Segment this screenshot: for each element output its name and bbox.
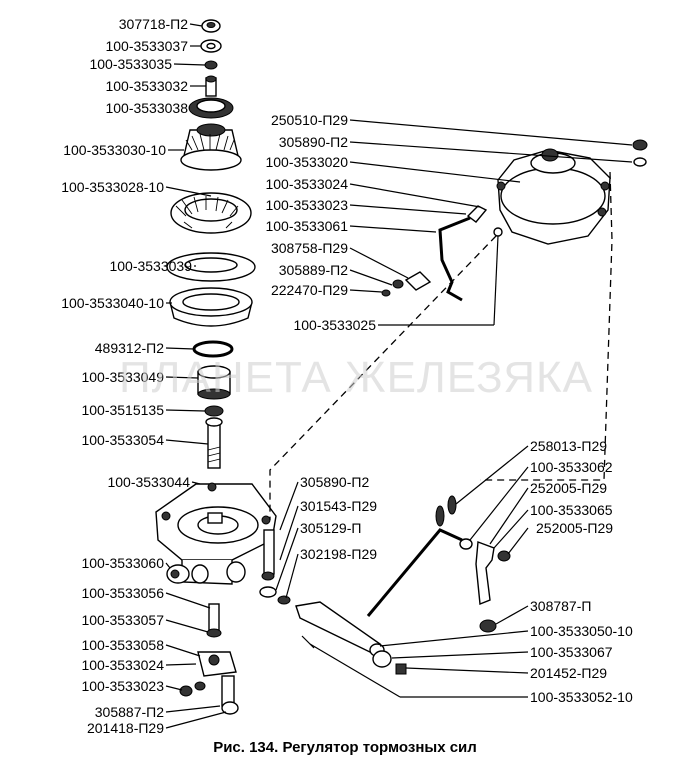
label-305129: 305129-П [300,520,361,536]
assembly-guide-2 [269,235,497,520]
part-nut-top [201,19,221,33]
label-258013: 258013-П29 [530,438,607,454]
label-305889: 305889-П2 [279,262,348,278]
part-piston [197,365,231,400]
label-222470: 222470-П29 [271,282,348,298]
part-nut-washer [372,650,407,675]
part-cap-plug [166,564,190,584]
label-201418: 201418-П29 [87,720,164,736]
label-3533024-right: 100-3533024 [265,176,348,192]
part-cup [169,287,253,327]
part-drain-valve [206,603,222,638]
label-3533040: 100-3533040-10 [61,295,164,311]
label-3533020: 100-3533020 [265,154,348,170]
label-3533025: 100-3533025 [293,317,376,333]
part-connector-tube [438,205,488,302]
label-3533057: 100-3533057 [81,612,164,628]
leader-lines [165,23,633,729]
label-302198: 302198-П29 [300,546,377,562]
part-sensor-housing [493,148,611,245]
label-307718: 307718-П2 [119,16,188,32]
part-gear-upper [180,123,242,171]
label-308787: 308787-П [530,598,591,614]
part-washer-1 [200,39,222,53]
part-bracket-rod [366,495,463,617]
part-plug-nut [479,619,497,633]
part-labels: 307718-П2 100-3533037 100-3533035 100-35… [61,16,633,736]
part-small-nuts [179,681,206,697]
part-gear-ring [170,192,252,234]
label-3533023-left: 100-3533023 [81,678,164,694]
label-3533038: 100-3533038 [105,100,188,116]
label-305890-mid: 305890-П2 [300,474,369,490]
part-regulator-body [155,482,277,585]
label-3533049: 100-3533049 [81,369,164,385]
label-3515135: 100-3515135 [81,402,164,418]
label-308758: 308758-П29 [271,240,348,256]
part-elbow-tube [459,538,511,605]
label-305887: 305887-П2 [95,704,164,720]
label-3533024-left: 100-3533024 [81,657,164,673]
label-3533062: 100-3533062 [530,459,613,475]
part-ring-2 [166,252,256,282]
label-489312: 489312-П2 [95,340,164,356]
label-3533061: 100-3533061 [265,218,348,234]
part-lever-arm [295,601,385,657]
label-3533028: 100-3533028-10 [61,179,164,195]
part-top-nut [632,139,648,167]
label-3533032: 100-3533032 [105,78,188,94]
label-3533060: 100-3533060 [81,555,164,571]
part-ring-1 [188,97,234,119]
label-3533065: 100-3533065 [530,502,613,518]
label-3533039: 100-3533039 [109,258,192,274]
label-3533037: 100-3533037 [105,38,188,54]
figure-caption: Рис. 134. Регулятор тормозных сил [213,739,477,756]
part-valve-block [197,651,239,715]
part-bolts-center [259,529,291,605]
label-3533050: 100-3533050-10 [530,623,633,639]
label-305890-top: 305890-П2 [279,134,348,150]
label-3533044: 100-3533044 [107,474,190,490]
part-pin [205,75,217,97]
label-3533052: 100-3533052-10 [530,689,633,705]
label-3533054: 100-3533054 [81,432,164,448]
label-3533058: 100-3533058 [81,637,164,653]
part-seal [204,405,224,417]
part-valve-stem [205,417,223,469]
label-250510: 250510-П29 [271,112,348,128]
label-301543: 301543-П29 [300,498,377,514]
part-lever-bolt [381,271,432,297]
part-spring-seat [204,60,218,70]
label-252005-b: 252005-П29 [536,520,613,536]
watermark-text: ПЛАНЕТА ЖЕЛЕЗЯКА [119,353,593,402]
label-201452: 201452-П29 [530,665,607,681]
label-252005-a: 252005-П29 [530,480,607,496]
label-3533067: 100-3533067 [530,644,613,660]
label-3533030: 100-3533030-10 [63,142,166,158]
label-3533035: 100-3533035 [89,56,172,72]
label-3533023-right: 100-3533023 [265,197,348,213]
label-3533056: 100-3533056 [81,585,164,601]
